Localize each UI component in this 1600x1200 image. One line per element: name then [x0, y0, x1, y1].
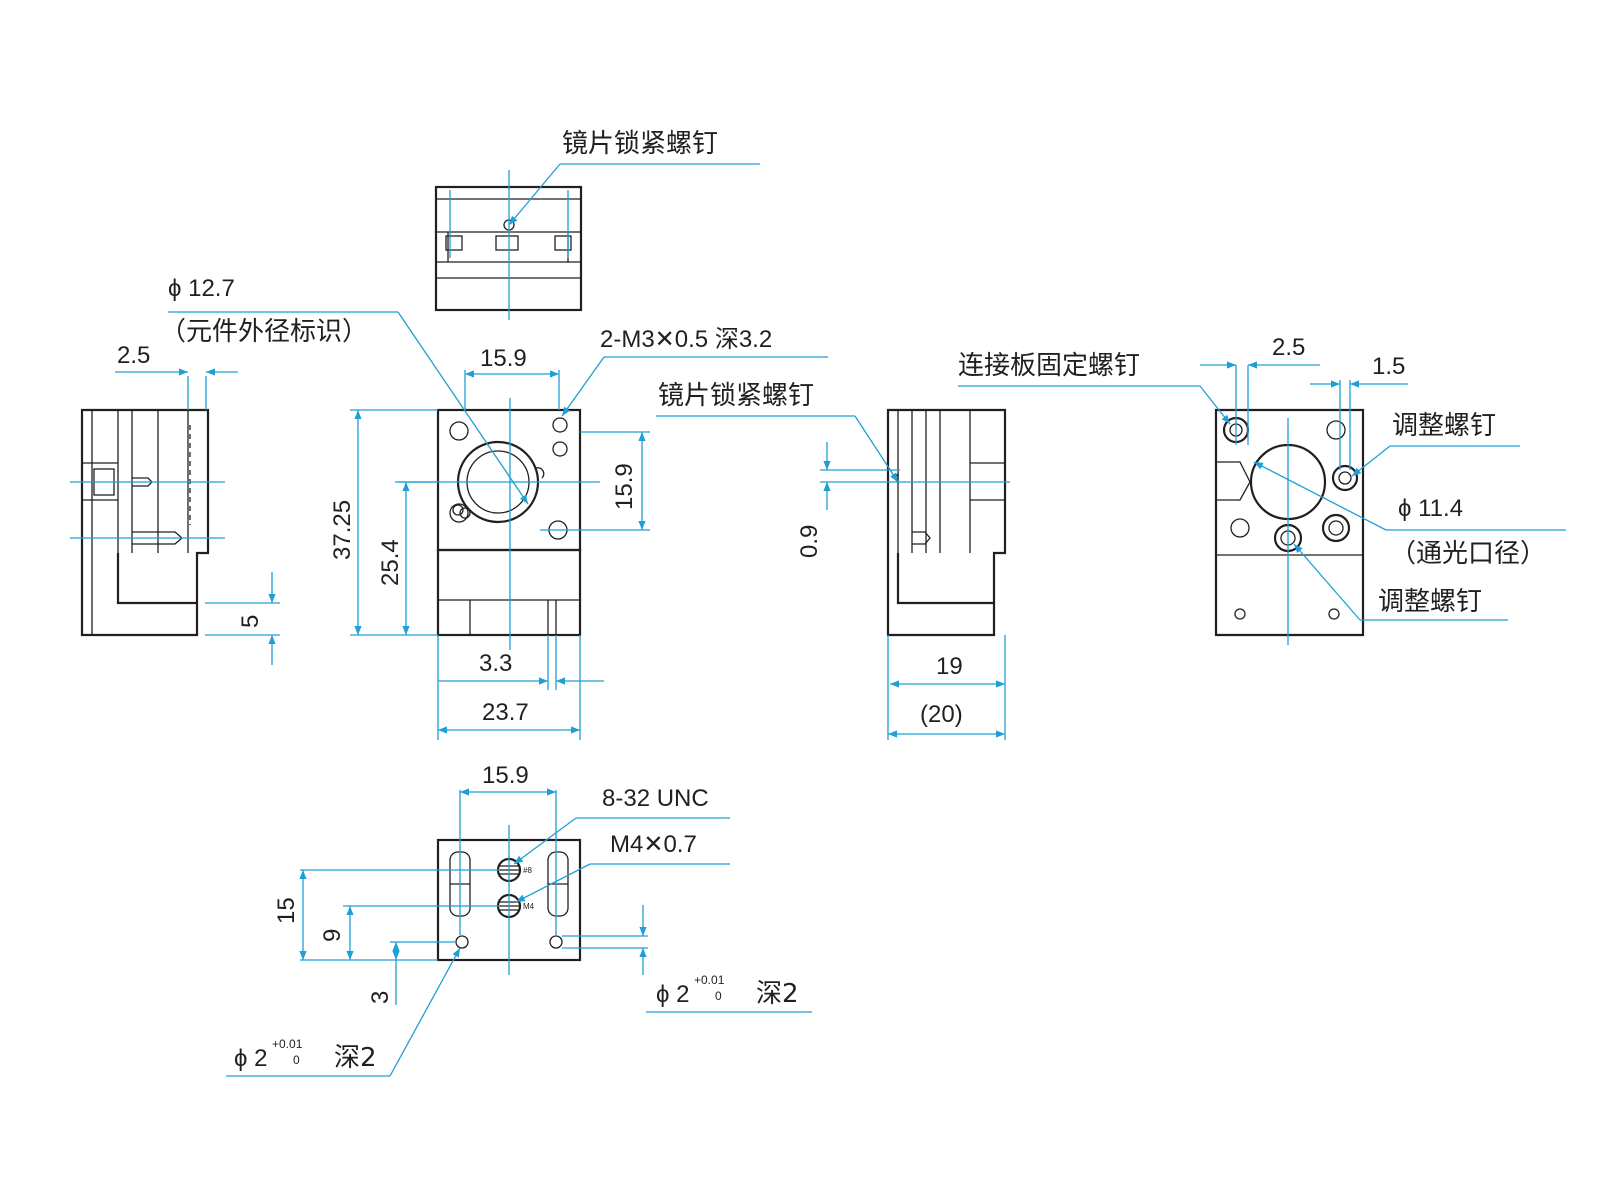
phi-11-4-label: ϕ 11.4 — [1398, 495, 1463, 522]
pin-right-depth: 深2 — [756, 979, 799, 1009]
front-view: 15.9 15.9 37.25 25.4 3.3 23.7 ϕ 12.7 （元件… — [160, 275, 828, 740]
adjust-screw-upper-label: 调整螺钉 — [1392, 411, 1496, 441]
dim-front-3-3: 3.3 — [479, 650, 512, 677]
side-view: 0.9 19 (20) 镜片锁紧螺钉 — [656, 381, 1010, 740]
dim-front-15-9-top: 15.9 — [480, 345, 527, 372]
m3-hole-lower-right-icon — [552, 441, 568, 457]
dim-side-20: (20) — [920, 701, 963, 728]
mark-8: #8 — [523, 866, 532, 875]
dim-side-0-9: 0.9 — [796, 525, 823, 558]
m3-hole-upper-right-icon — [552, 417, 568, 433]
dim-bottom-15-9: 15.9 — [482, 762, 529, 789]
dim-back-1-5: 1.5 — [1372, 353, 1405, 380]
dim-bottom-3: 3 — [367, 991, 394, 1004]
thread-832-label: 8-32 UNC — [602, 785, 709, 812]
lens-lock-screw-label-top: 镜片锁紧螺钉 — [562, 129, 718, 159]
pin-right-tol-upper: +0.01 — [694, 973, 725, 987]
mark-m4: M4 — [523, 902, 535, 911]
dim-front-23-7: 23.7 — [482, 699, 529, 726]
left-view: 2.5 5 — [70, 342, 280, 665]
dim-left-5: 5 — [237, 615, 264, 628]
adjust-screw-upper-icon — [1331, 464, 1359, 492]
back-view: 2.5 1.5 连接板固定螺钉 调整螺钉 ϕ 11.4 （通光口径） 调整螺钉 — [958, 334, 1566, 645]
dim-side-19: 19 — [936, 653, 963, 680]
pin-hole-left-icon — [455, 935, 469, 949]
dim-front-15-9-side: 15.9 — [611, 463, 638, 510]
dim-bottom-9: 9 — [319, 929, 346, 942]
pin-left-tol-upper: +0.01 — [272, 1037, 303, 1051]
pin-left-depth: 深2 — [334, 1043, 377, 1073]
pin-right-main: ϕ 2 — [656, 981, 689, 1008]
pin-left-main: ϕ 2 — [234, 1045, 267, 1072]
bottom-view: #8 M4 15.9 15 9 3 8-32 UNC M4✕0.7 ϕ 2 +0… — [226, 762, 812, 1077]
phi-12-7-label: ϕ 12.7 — [168, 275, 235, 302]
dim-left-2-5: 2.5 — [117, 342, 150, 369]
pin-right-tol-lower: 0 — [715, 989, 722, 1003]
m3-holes-label: 2-M3✕0.5 深3.2 — [600, 326, 772, 353]
clear-aperture-label: （通光口径） — [1390, 539, 1546, 569]
dim-front-25-4: 25.4 — [377, 539, 404, 586]
adjust-screw-lower-label: 调整螺钉 — [1378, 587, 1482, 617]
dim-bottom-15: 15 — [273, 897, 300, 924]
lens-lock-screw-label-side: 镜片锁紧螺钉 — [658, 381, 814, 411]
top-view: 镜片锁紧螺钉 — [434, 129, 760, 320]
plate-screw-label: 连接板固定螺钉 — [958, 351, 1140, 381]
dim-back-2-5: 2.5 — [1272, 334, 1305, 361]
thread-m4-label: M4✕0.7 — [610, 831, 697, 858]
element-od-mark-label: （元件外径标识） — [160, 317, 368, 347]
pin-left-tol-lower: 0 — [293, 1053, 300, 1067]
dim-front-37-25: 37.25 — [329, 500, 356, 560]
pin-hole-right-icon — [549, 935, 563, 949]
